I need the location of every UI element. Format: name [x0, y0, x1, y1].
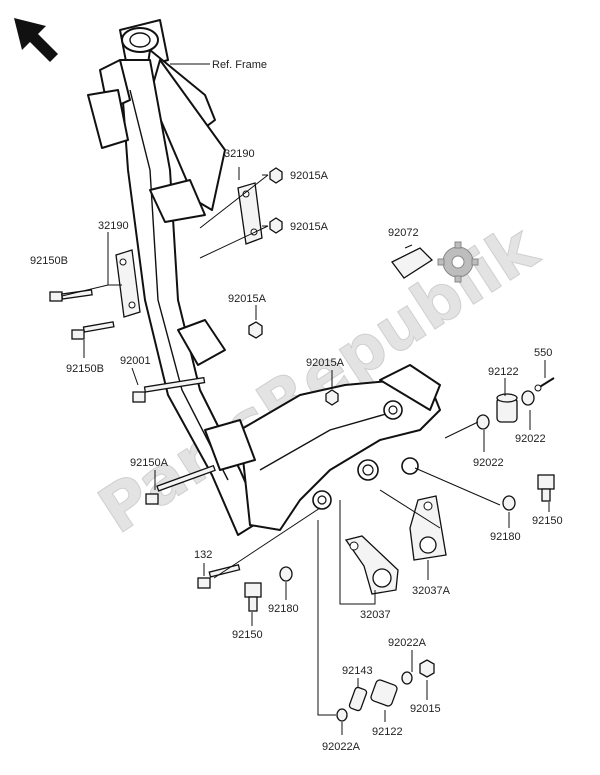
- label-32037a: 32037A: [412, 585, 451, 597]
- washer-92180-right: [502, 495, 516, 511]
- label-92015a-1: 92015A: [290, 170, 329, 182]
- nut-92015a-2: [269, 217, 283, 234]
- label-92022a-lower: 92022A: [322, 741, 361, 753]
- label-92150-lower: 92150: [232, 629, 263, 641]
- bracket-32037a: [409, 495, 447, 561]
- label-92150a: 92150A: [130, 457, 169, 469]
- collar-92122-upper: [496, 393, 518, 423]
- clip-92072: [391, 247, 434, 279]
- label-550: 550: [534, 347, 552, 359]
- label-92022-right: 92022: [515, 433, 546, 445]
- label-92001: 92001: [120, 355, 151, 367]
- label-32037: 32037: [360, 609, 391, 621]
- nut-92015a-1: [269, 167, 283, 184]
- bolt-92001: [132, 376, 206, 403]
- bracket-32190-upper: [237, 182, 263, 245]
- label-92180-right: 92180: [490, 531, 521, 543]
- label-92072: 92072: [388, 227, 419, 239]
- bolt-92150b-2: [71, 321, 115, 340]
- collar-92122-lower: [370, 679, 398, 707]
- label-92015: 92015: [410, 703, 441, 715]
- bolt-92150-right: [537, 474, 555, 502]
- nut-92015: [419, 659, 435, 678]
- label-132: 132: [194, 549, 212, 561]
- bolt-92150b-1: [49, 289, 93, 302]
- front-direction-arrow-icon: [14, 18, 58, 62]
- label-92122-lower: 92122: [372, 726, 403, 738]
- label-92180-left: 92180: [268, 603, 299, 615]
- label-92022a-upper: 92022A: [388, 637, 427, 649]
- label-92143: 92143: [342, 665, 373, 677]
- label-92022-left: 92022: [473, 457, 504, 469]
- washer-92022-a: [521, 390, 535, 406]
- label-92015a-2: 92015A: [290, 221, 329, 233]
- washer-92022a-upper: [401, 671, 413, 685]
- nut-92015a-3: [248, 321, 263, 339]
- ref-frame-label: Ref. Frame: [212, 59, 267, 71]
- washer-92022-b: [476, 414, 490, 430]
- label-92015a-3: 92015A: [228, 293, 267, 305]
- collar-92143: [348, 686, 368, 712]
- label-92122-upper: 92122: [488, 366, 519, 378]
- bolt-92150-lower: [244, 582, 262, 612]
- label-92015a-4: 92015A: [306, 357, 345, 369]
- label-92150-right: 92150: [532, 515, 563, 527]
- nut-92015a-4: [325, 389, 339, 406]
- label-32190-upper: 32190: [224, 148, 255, 160]
- label-92150b-2: 92150B: [66, 363, 104, 375]
- motorcycle-frame: [87, 19, 441, 536]
- cotter-pin-550: [534, 377, 555, 392]
- washer-92022a-lower: [336, 708, 348, 722]
- bolt-92150a: [145, 464, 216, 505]
- label-32190-lower: 32190: [98, 220, 129, 232]
- label-92150b-1: 92150B: [30, 255, 68, 267]
- gear-icon: [437, 241, 479, 283]
- washer-92180-left: [279, 566, 293, 582]
- bracket-32190-lower: [115, 249, 141, 318]
